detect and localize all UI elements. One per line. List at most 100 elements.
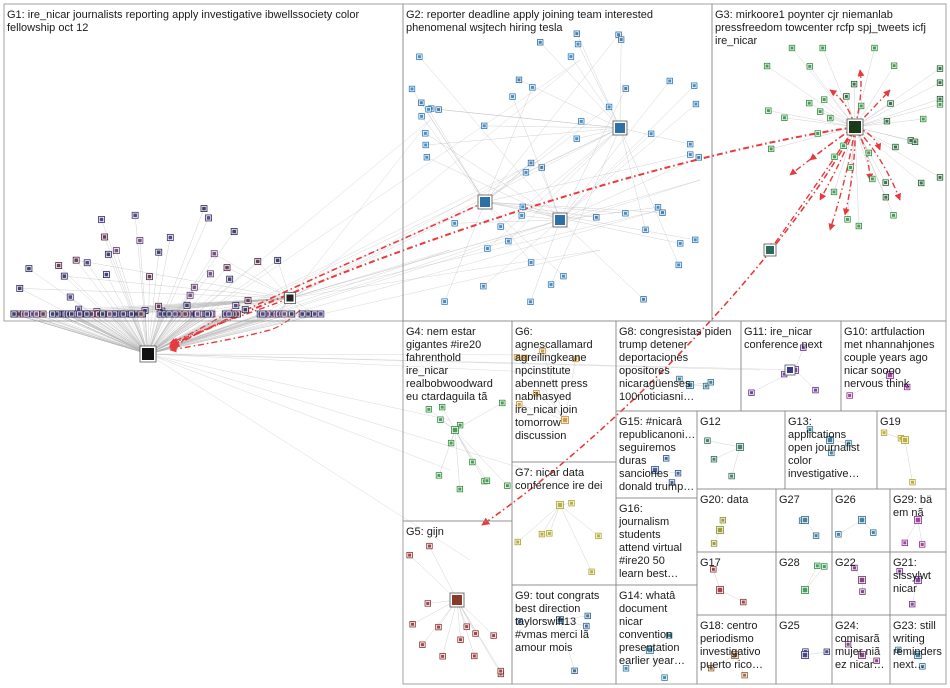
node[interactable] <box>435 623 442 631</box>
node[interactable] <box>890 212 897 219</box>
node[interactable] <box>873 657 880 664</box>
node[interactable] <box>895 646 902 654</box>
node[interactable] <box>481 122 488 129</box>
node[interactable] <box>806 63 813 70</box>
node[interactable] <box>583 622 590 630</box>
node[interactable] <box>104 250 112 258</box>
node[interactable] <box>859 588 866 595</box>
node[interactable] <box>686 381 694 389</box>
node[interactable] <box>676 375 683 383</box>
node[interactable] <box>516 618 523 625</box>
node[interactable] <box>274 256 282 264</box>
node[interactable] <box>892 143 899 151</box>
avatar-icon[interactable] <box>612 120 628 136</box>
node[interactable] <box>801 516 809 524</box>
avatar-icon[interactable] <box>552 212 568 228</box>
node[interactable] <box>171 310 179 318</box>
node[interactable] <box>748 389 755 396</box>
node[interactable] <box>869 175 876 183</box>
node[interactable] <box>728 472 735 480</box>
node[interactable] <box>666 77 673 85</box>
node[interactable] <box>137 310 145 318</box>
node[interactable] <box>740 598 747 606</box>
node[interactable] <box>812 532 820 539</box>
node[interactable] <box>622 665 630 672</box>
node[interactable] <box>831 153 838 160</box>
node[interactable] <box>708 665 715 672</box>
node[interactable] <box>518 212 525 219</box>
node[interactable] <box>311 310 319 318</box>
node[interactable] <box>914 576 922 584</box>
node[interactable] <box>457 636 464 643</box>
node[interactable] <box>914 651 922 659</box>
node[interactable] <box>447 439 455 447</box>
node[interactable] <box>128 310 135 318</box>
node[interactable] <box>765 107 772 114</box>
node[interactable] <box>918 179 925 187</box>
node[interactable] <box>515 76 523 83</box>
node[interactable] <box>851 564 858 572</box>
ire-logo-icon[interactable] <box>139 345 157 363</box>
node[interactable] <box>821 563 828 570</box>
node[interactable] <box>439 653 446 660</box>
node[interactable] <box>640 296 647 303</box>
node[interactable] <box>102 271 110 278</box>
node[interactable] <box>560 272 567 280</box>
node[interactable] <box>200 205 208 213</box>
node[interactable] <box>136 237 144 244</box>
node[interactable] <box>425 106 432 113</box>
avatar-icon[interactable] <box>477 194 493 210</box>
node[interactable] <box>571 667 578 674</box>
node[interactable] <box>911 138 919 145</box>
node[interactable] <box>763 62 771 70</box>
node[interactable] <box>588 568 595 575</box>
node[interactable] <box>909 479 916 486</box>
node[interactable] <box>527 259 535 266</box>
node[interactable] <box>858 576 866 584</box>
node[interactable] <box>259 310 267 318</box>
node[interactable] <box>32 310 40 318</box>
node[interactable] <box>844 641 852 648</box>
node[interactable] <box>622 210 629 217</box>
node[interactable] <box>871 44 878 52</box>
node[interactable] <box>920 115 927 123</box>
node[interactable] <box>98 216 105 223</box>
node[interactable] <box>106 310 114 318</box>
node[interactable] <box>556 501 564 509</box>
node[interactable] <box>812 386 819 394</box>
node[interactable] <box>280 310 288 318</box>
node[interactable] <box>435 472 443 479</box>
node[interactable] <box>573 30 580 37</box>
node[interactable] <box>194 310 202 318</box>
node[interactable] <box>439 403 446 411</box>
node[interactable] <box>901 539 908 547</box>
node[interactable] <box>437 416 444 423</box>
node[interactable] <box>668 479 676 486</box>
node[interactable] <box>60 272 68 280</box>
node[interactable] <box>519 203 526 211</box>
node[interactable] <box>225 310 233 318</box>
node[interactable] <box>499 399 506 407</box>
node[interactable] <box>646 646 654 654</box>
node[interactable] <box>25 265 33 273</box>
node[interactable] <box>317 310 325 318</box>
node[interactable] <box>241 306 249 314</box>
node[interactable] <box>901 436 909 444</box>
node[interactable] <box>858 102 865 110</box>
node[interactable] <box>497 667 504 675</box>
node[interactable] <box>858 516 866 524</box>
node[interactable] <box>527 159 535 167</box>
node[interactable] <box>731 651 739 659</box>
node[interactable] <box>695 154 702 161</box>
node[interactable] <box>919 663 926 670</box>
node[interactable] <box>418 113 425 120</box>
node[interactable] <box>131 211 139 219</box>
node[interactable] <box>568 500 575 507</box>
avatar-icon[interactable] <box>784 364 796 376</box>
node[interactable] <box>806 426 814 433</box>
node[interactable] <box>456 422 464 429</box>
node[interactable] <box>527 298 534 305</box>
node[interactable] <box>539 347 546 355</box>
node[interactable] <box>66 293 74 301</box>
node[interactable] <box>843 93 850 100</box>
